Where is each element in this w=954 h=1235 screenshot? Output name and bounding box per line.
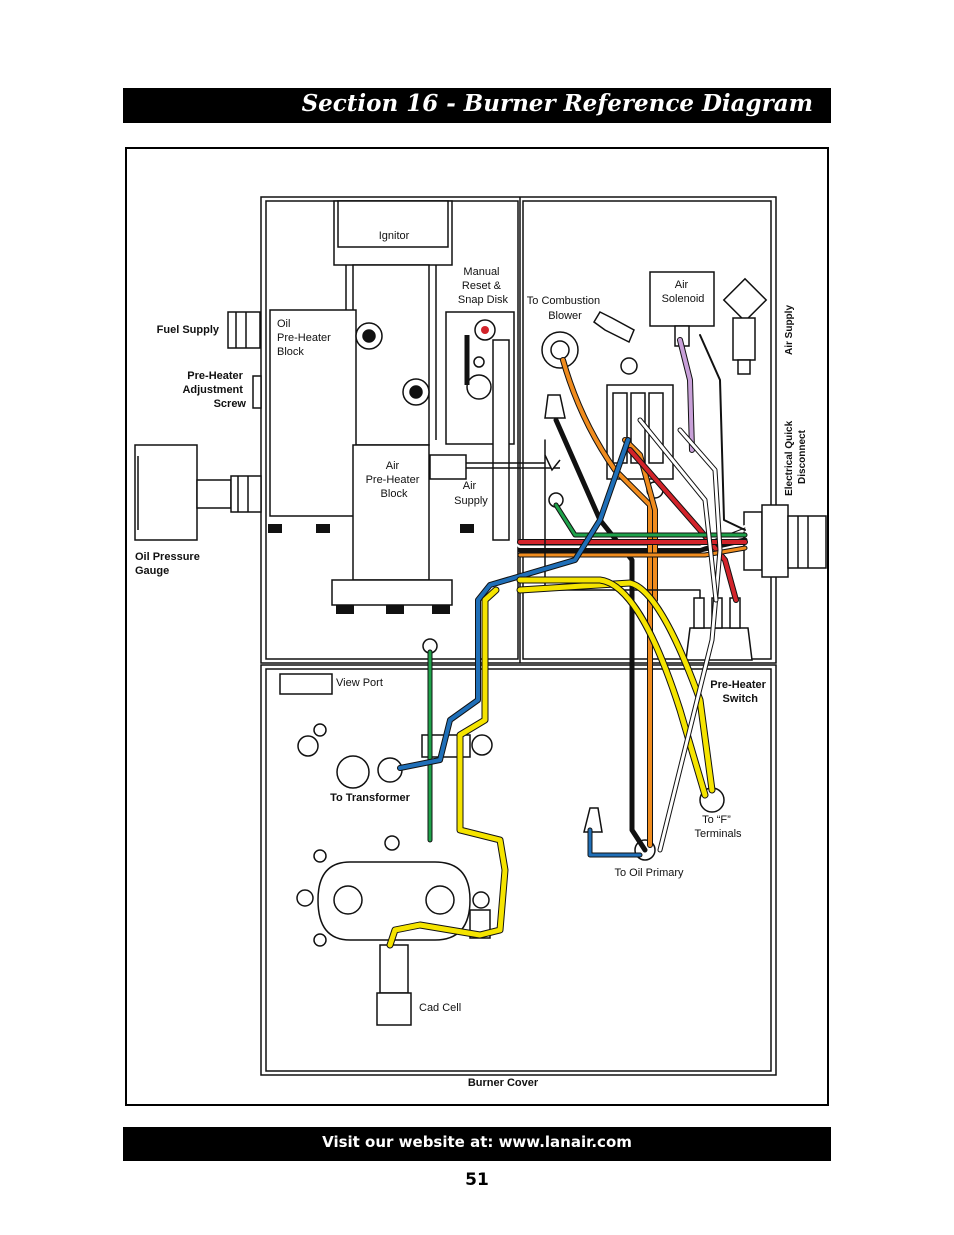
label-preheater-adjustment-screw: Pre-Heater Adjustment Screw <box>182 370 246 410</box>
footer-bar: Visit our website at: www.lanair.com <box>123 1127 831 1161</box>
label-air-solenoid: Air Solenoid <box>662 279 705 305</box>
section-title-bar: Section 16 - Burner Reference Diagram <box>123 88 831 123</box>
label-to-f-terminals: To “F” Terminals <box>694 814 742 840</box>
label-to-combustion-blower: To Combustion Blower <box>527 295 603 322</box>
label-air-supply-center: Air Supply <box>454 480 488 507</box>
burner-cover <box>260 638 777 1076</box>
label-burner-cover: Burner Cover <box>468 1077 539 1089</box>
label-fuel-supply: Fuel Supply <box>157 324 220 336</box>
label-oil-preheater-block: Oil Pre-Heater Block <box>277 318 334 358</box>
label-ignitor: Ignitor <box>379 230 410 242</box>
electrical-quick-disconnect <box>743 504 827 578</box>
footer-website: Visit our website at: www.lanair.com <box>322 1133 632 1151</box>
air-supply-fitting <box>429 454 561 480</box>
label-oil-pressure-gauge: Oil Pressure Gauge <box>135 551 203 577</box>
fuel-supply-fitting <box>227 311 262 409</box>
ignitor-assembly <box>269 200 453 606</box>
label-air-preheater-block: Air Pre-Heater Block <box>366 460 423 500</box>
label-cad-cell: Cad Cell <box>419 1002 461 1014</box>
page-number: 51 <box>465 1170 489 1190</box>
snap-disk-assembly <box>445 311 515 541</box>
label-to-oil-primary: To Oil Primary <box>614 867 684 879</box>
label-manual-reset: Manual Reset & Snap Disk <box>458 266 509 306</box>
wire-harness <box>386 334 748 949</box>
label-air-supply-right: Air Supply <box>784 305 795 355</box>
oil-pressure-gauge <box>134 444 262 541</box>
label-view-port: View Port <box>336 677 383 689</box>
label-preheater-switch: Pre-Heater Switch <box>710 679 769 705</box>
label-electrical-quick-disconnect: Electrical Quick Disconnect <box>784 418 808 496</box>
preheater-switch <box>685 597 753 661</box>
burner-diagram: Ignitor Manual Reset & Snap Disk To Comb… <box>134 196 827 1089</box>
section-title: Section 16 - Burner Reference Diagram <box>301 90 813 117</box>
label-to-transformer: To Transformer <box>330 792 411 804</box>
diagram-frame <box>125 147 829 1106</box>
